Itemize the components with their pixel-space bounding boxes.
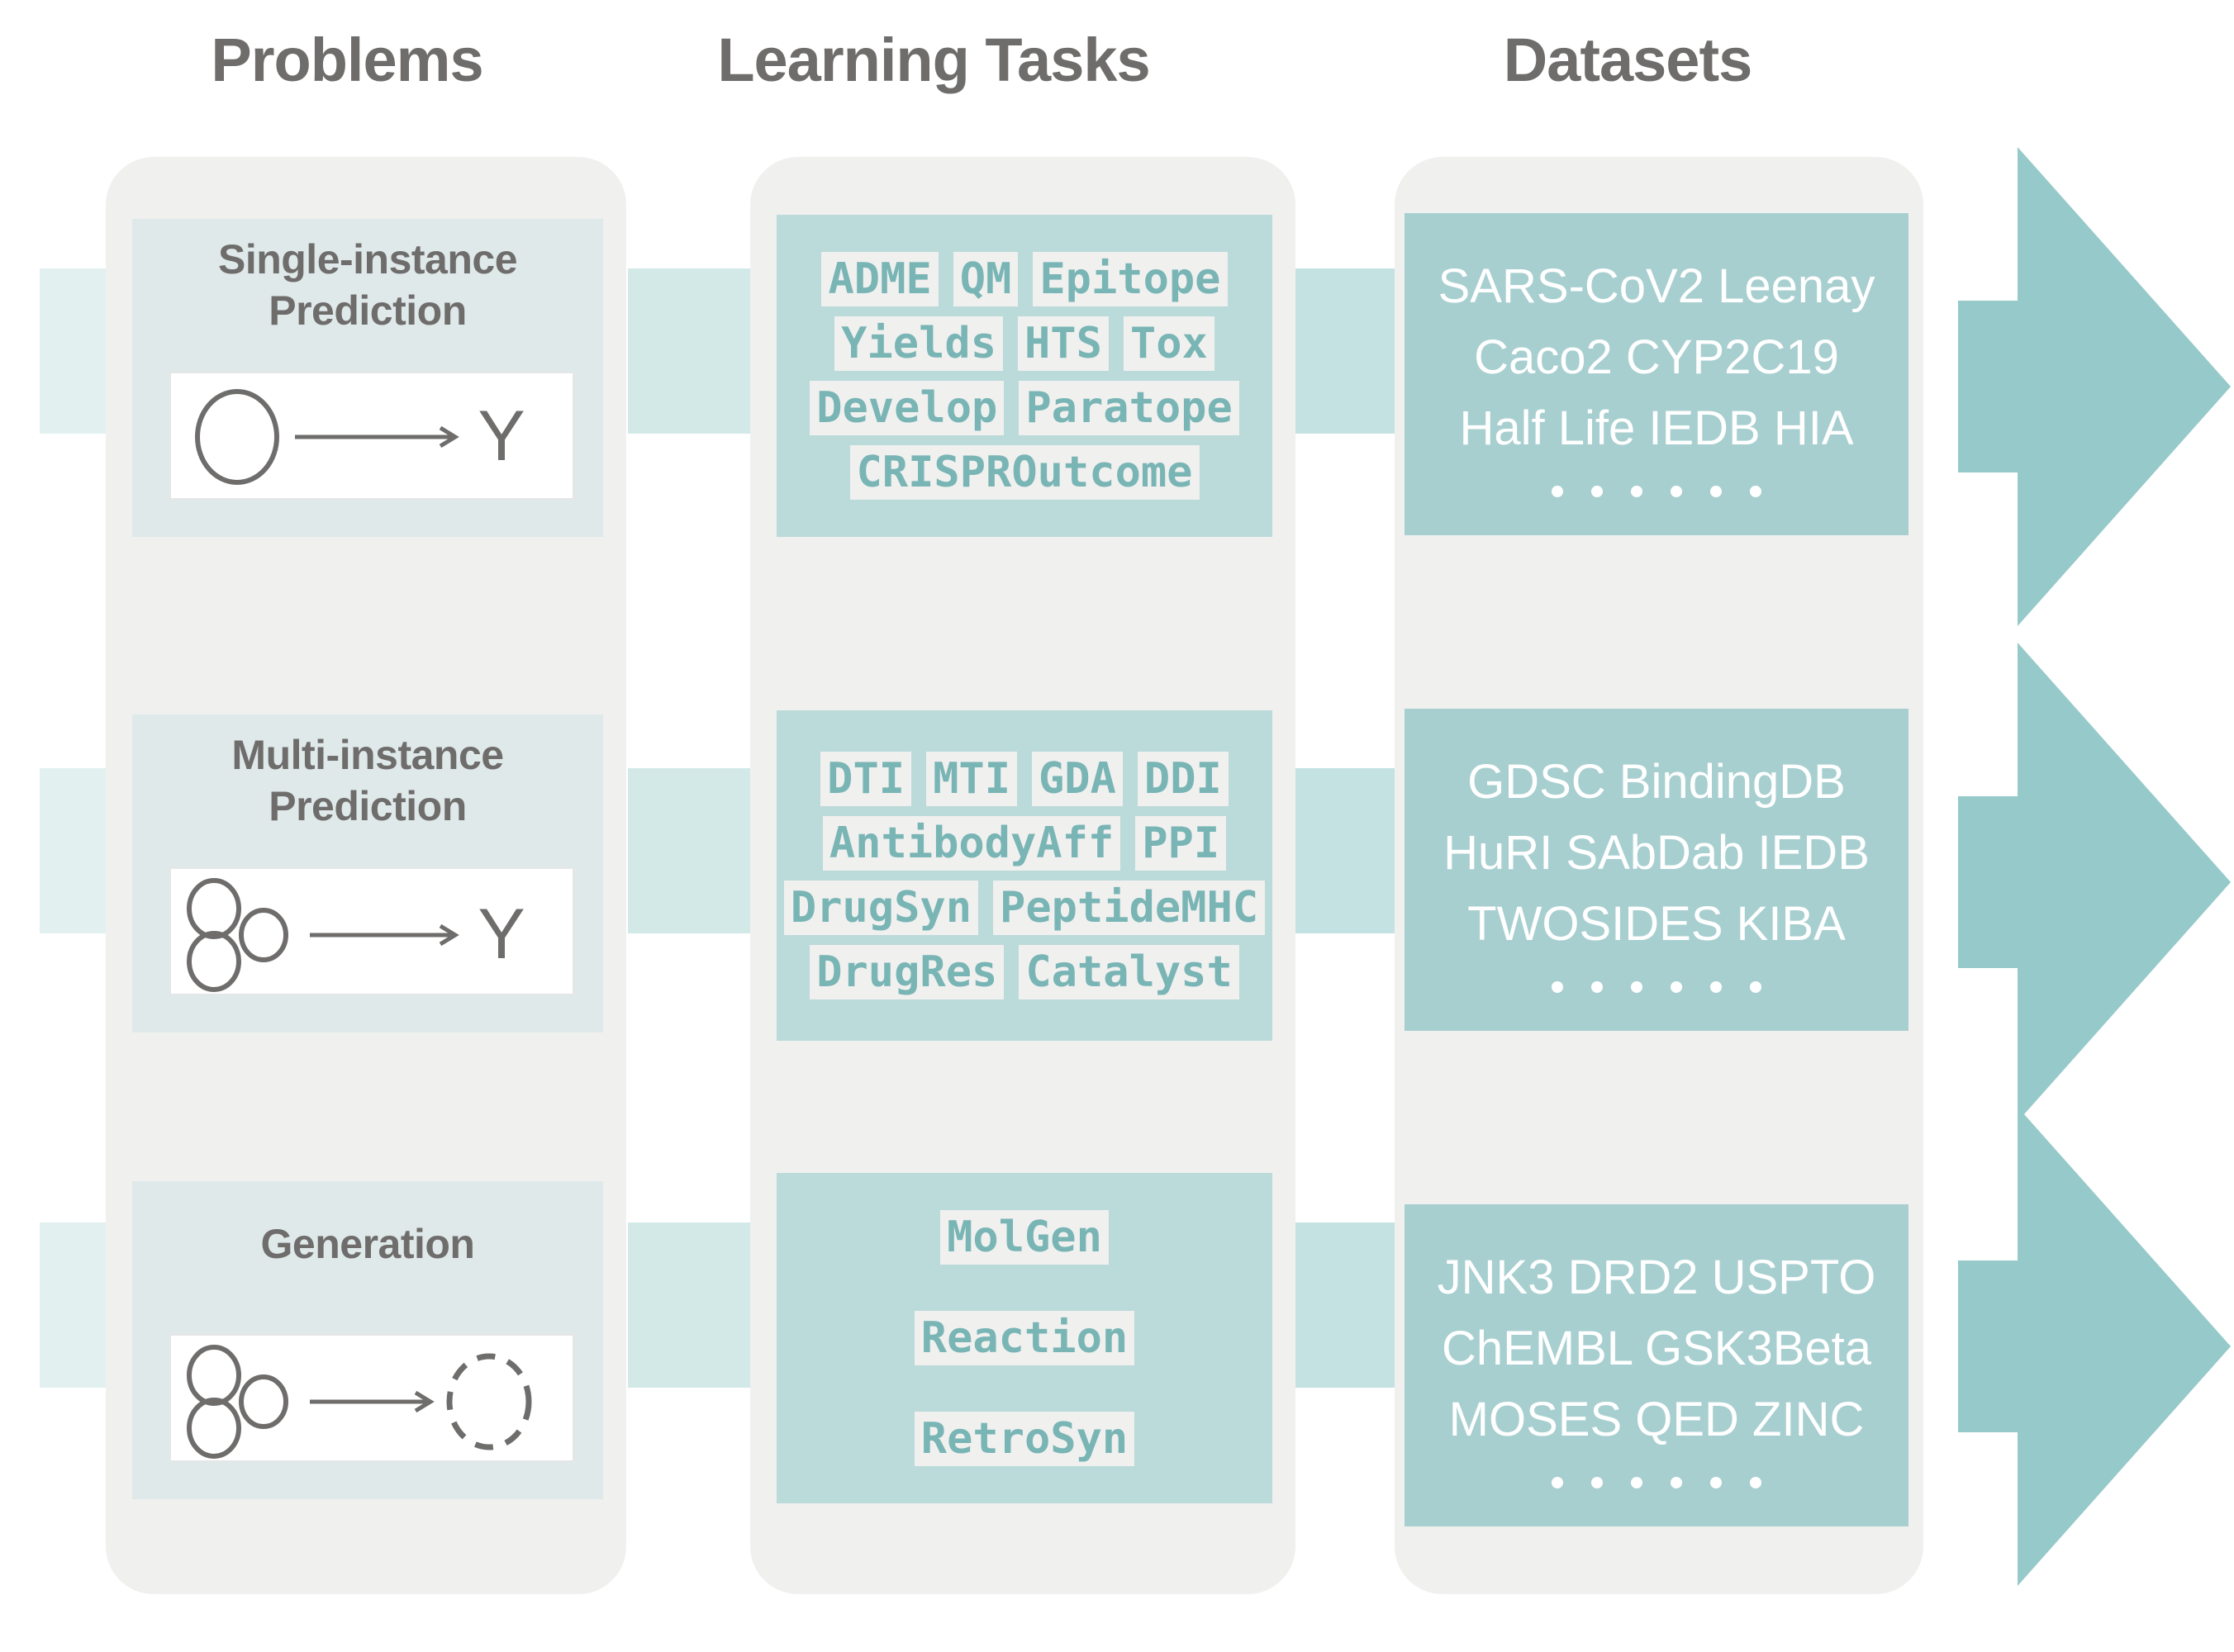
task-row: Develop Paratope <box>777 381 1272 436</box>
task-chip[interactable]: Epitope <box>1033 251 1228 306</box>
task-row: CRISPROutcome <box>777 445 1272 501</box>
flow-arrow-icon-row3 <box>1958 1107 2231 1586</box>
instance-circle-icon <box>187 931 241 992</box>
instance-circle-icon <box>239 908 288 962</box>
task-row: Reaction <box>777 1310 1272 1366</box>
dataset-rows: JNK3 DRD2 USPTO ChEMBL GSK3Beta MOSES QE… <box>1405 1204 1908 1526</box>
problem-title-line2: Prediction <box>269 287 467 334</box>
task-chip[interactable]: PPI <box>1135 815 1227 871</box>
dataset-ellipsis-icon <box>1552 1477 1761 1488</box>
problem-card-generation[interactable]: Generation <box>132 1181 603 1499</box>
dataset-line: MOSES QED ZINC <box>1448 1393 1865 1446</box>
problem-title-line1: Multi-instance <box>231 732 504 778</box>
task-chip[interactable]: CRISPROutcome <box>849 445 1200 501</box>
task-chip[interactable]: Yields <box>834 316 1003 371</box>
flow-arrow-icon-row1 <box>1958 147 2231 626</box>
task-chip[interactable]: Catalyst <box>1019 945 1239 1000</box>
task-chip[interactable]: DrugRes <box>810 945 1005 1000</box>
task-chip[interactable]: DDI <box>1137 751 1229 806</box>
task-chip[interactable]: AntibodyAff <box>822 815 1121 871</box>
task-panel-generation[interactable]: MolGen Reaction RetroSyn <box>777 1173 1272 1503</box>
arrow-head-icon <box>439 923 459 947</box>
task-panel-multi-instance[interactable]: DTI MTI GDA DDI AntibodyAff PPI DrugSyn … <box>777 710 1272 1041</box>
task-row: DrugRes Catalyst <box>777 945 1272 1000</box>
dataset-line: Half Life IEDB HIA <box>1459 401 1854 455</box>
dataset-line: HuRI SAbDab IEDB <box>1443 826 1870 880</box>
task-chip[interactable]: Develop <box>810 381 1005 436</box>
task-chip[interactable]: Paratope <box>1019 381 1239 436</box>
dataset-panel-single-instance[interactable]: SARS-CoV2 Leenay Caco2 CYP2C19 Half Life… <box>1405 213 1908 535</box>
task-row: Yields HTS Tox <box>777 316 1272 371</box>
task-row: ADME QM Epitope <box>777 251 1272 306</box>
task-chip-rows: ADME QM Epitope Yields HTS Tox Develop P… <box>777 215 1272 537</box>
task-chip[interactable]: Reaction <box>914 1310 1135 1366</box>
task-chip[interactable]: DTI <box>820 751 912 806</box>
dataset-ellipsis-icon <box>1552 981 1761 993</box>
task-chip[interactable]: PeptideMHC <box>993 881 1266 936</box>
generated-dashed-circle-icon <box>446 1353 532 1450</box>
page-title-datasets: Datasets <box>1503 26 1753 94</box>
instance-circle-icon <box>239 1374 288 1429</box>
dataset-rows: SARS-CoV2 Leenay Caco2 CYP2C19 Half Life… <box>1405 213 1908 535</box>
instance-circle-icon <box>195 389 279 485</box>
dataset-rows: GDSC BindingDB HuRI SAbDab IEDB TWOSIDES… <box>1405 709 1908 1031</box>
dataset-line: Caco2 CYP2C19 <box>1474 330 1839 384</box>
output-label-y: Y <box>478 895 525 974</box>
task-row: RetroSyn <box>777 1412 1272 1467</box>
task-chip-rows: DTI MTI GDA DDI AntibodyAff PPI DrugSyn … <box>777 710 1272 1041</box>
problem-title-line1: Generation <box>260 1221 475 1267</box>
instance-circle-icon <box>187 878 241 939</box>
page-title-problems: Problems <box>211 26 483 94</box>
task-row: DTI MTI GDA DDI <box>777 751 1272 806</box>
flow-arrow-icon-row2 <box>1958 643 2231 1122</box>
dataset-line: ChEMBL GSK3Beta <box>1441 1322 1872 1375</box>
multi-instance-diagram: Y <box>169 867 574 995</box>
generation-diagram <box>169 1334 574 1462</box>
instance-circle-icon <box>187 1398 241 1459</box>
task-row: AntibodyAff PPI <box>777 815 1272 871</box>
problem-card-multi-instance[interactable]: Multi-instance Prediction Y <box>132 714 603 1032</box>
output-label-y: Y <box>478 396 525 476</box>
task-chip[interactable]: GDA <box>1032 751 1123 806</box>
task-row: MolGen <box>777 1209 1272 1265</box>
arrow-head-icon <box>439 425 459 449</box>
dataset-line: TWOSIDES KIBA <box>1467 897 1846 951</box>
task-chip[interactable]: MTI <box>926 751 1017 806</box>
dataset-panel-generation[interactable]: JNK3 DRD2 USPTO ChEMBL GSK3Beta MOSES QE… <box>1405 1204 1908 1526</box>
problem-title-line1: Single-instance <box>217 236 518 282</box>
dataset-panel-multi-instance[interactable]: GDSC BindingDB HuRI SAbDab IEDB TWOSIDES… <box>1405 709 1908 1031</box>
task-chip[interactable]: Tox <box>1123 316 1214 371</box>
task-chip[interactable]: QM <box>953 251 1019 306</box>
problem-card-single-instance[interactable]: Single-instance Prediction Y <box>132 219 603 537</box>
task-chip[interactable]: DrugSyn <box>783 881 979 936</box>
dataset-line: GDSC BindingDB <box>1467 755 1846 809</box>
task-chip[interactable]: MolGen <box>940 1209 1109 1265</box>
task-row: DrugSyn PeptideMHC <box>777 881 1272 936</box>
dataset-line: SARS-CoV2 Leenay <box>1438 259 1875 313</box>
dataset-ellipsis-icon <box>1552 486 1761 497</box>
single-instance-diagram: Y <box>169 372 574 500</box>
task-chip[interactable]: RetroSyn <box>914 1412 1135 1467</box>
arrow-head-icon <box>414 1390 435 1413</box>
page-title-tasks: Learning Tasks <box>717 26 1150 94</box>
task-chip[interactable]: HTS <box>1018 316 1109 371</box>
task-panel-single-instance[interactable]: ADME QM Epitope Yields HTS Tox Develop P… <box>777 215 1272 537</box>
task-chip-rows: MolGen Reaction RetroSyn <box>777 1173 1272 1503</box>
problem-title-line2: Prediction <box>269 783 467 829</box>
dataset-line: JNK3 DRD2 USPTO <box>1437 1251 1876 1304</box>
instance-circle-icon <box>187 1345 241 1406</box>
task-chip[interactable]: ADME <box>821 251 939 306</box>
